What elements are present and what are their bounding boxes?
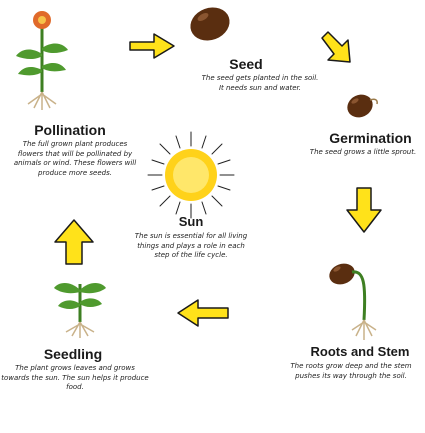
stage-desc-seed: The seed gets planted in the soil. It ne… xyxy=(190,74,330,93)
sprouting-seed-icon xyxy=(344,90,380,120)
stage-title-sun: Sun xyxy=(166,214,216,229)
stage-title-seedling: Seedling xyxy=(28,346,118,362)
stage-desc-roots-and-stem: The roots grow deep and the stem pushes … xyxy=(278,362,424,381)
arrow-right-top xyxy=(128,32,176,60)
stage-title-germination: Germination xyxy=(318,130,423,146)
flowering-plant-icon xyxy=(12,4,72,114)
stage-title-roots-and-stem: Roots and Stem xyxy=(298,344,422,359)
stage-title-seed: Seed xyxy=(206,56,286,72)
stage-title-pollination: Pollination xyxy=(20,122,120,138)
stage-desc-pollination: The full grown plant produces flowers th… xyxy=(0,140,150,178)
arrow-left-bottom xyxy=(176,298,230,328)
arrow-down-right-top xyxy=(318,28,356,66)
seed-with-stem-icon xyxy=(324,260,378,344)
seed-icon xyxy=(188,4,232,44)
arrow-down-right xyxy=(344,186,384,234)
stage-desc-germination: The seed grows a little sprout. xyxy=(302,148,424,158)
stage-desc-sun: The sun is essential for all living thin… xyxy=(126,232,256,261)
seedling-plant-icon xyxy=(50,276,110,342)
arrow-up-left xyxy=(52,218,96,266)
sun-icon xyxy=(146,130,236,220)
stage-desc-seedling: The plant grows leaves and grows towards… xyxy=(0,364,150,393)
